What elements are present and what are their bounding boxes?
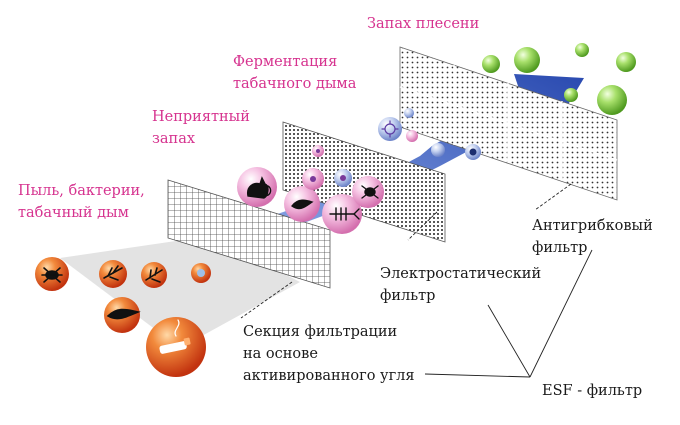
leader-lines xyxy=(240,183,572,319)
esf-filter-line-1: ESF - фильтр xyxy=(542,383,643,399)
unpleasant-smell-line-1: Неприятный xyxy=(152,109,250,125)
unpleasant-smell-line-2: запах xyxy=(152,131,196,147)
antifungal-panel-seams xyxy=(399,65,618,181)
tobacco-fermentation-label: Ферментация табачного дыма xyxy=(233,51,356,95)
dust-bacteria-label: Пыль, бактерии, табачный дым xyxy=(18,180,145,224)
electrostatic-filter-line-2: фильтр xyxy=(380,288,436,304)
cigarette-icon xyxy=(159,319,191,354)
virus-icon xyxy=(381,120,399,138)
dust-bacteria-line-1: Пыль, бактерии, xyxy=(18,183,145,199)
carbon-section-line-2: на основе xyxy=(243,346,318,362)
electrostatic-filter-line-1: Электростатический xyxy=(380,266,542,282)
antifungal-filter-line-2: фильтр xyxy=(532,240,588,256)
dust-bacteria-line-2: табачный дым xyxy=(18,205,129,221)
cat-icon xyxy=(246,176,272,199)
insect-icon xyxy=(361,185,379,199)
mold-particles xyxy=(482,43,636,115)
mold-smell-label: Запах плесени xyxy=(367,13,479,35)
bird-icon xyxy=(291,199,314,210)
bird-icon xyxy=(106,308,141,320)
unpleasant-smell-label: Неприятный запах xyxy=(152,106,250,150)
carbon-section-line-3: активированного угля xyxy=(243,368,415,384)
carbon-section-line-1: Секция фильтрации xyxy=(243,324,398,340)
tobacco-fermentation-line-1: Ферментация xyxy=(233,54,338,70)
mold-smell-line-1: Запах плесени xyxy=(367,16,480,32)
insect-icon xyxy=(103,265,123,281)
esf-bracket-lines xyxy=(424,249,593,378)
mold-spore-icon xyxy=(310,148,477,182)
antifungal-filter-line-1: Антигрибковый xyxy=(532,218,653,234)
antifungal-filter-label: Антигрибковый фильтр xyxy=(532,215,653,259)
insect-icon xyxy=(41,267,63,283)
tobacco-fermentation-line-2: табачного дыма xyxy=(233,76,357,92)
esf-filter-label: ESF - фильтр xyxy=(542,380,642,402)
electrostatic-filter-label: Электростатический фильтр xyxy=(380,263,541,307)
carbon-filter-panel xyxy=(167,179,331,289)
insect-icon xyxy=(145,267,163,283)
fish-bone-icon xyxy=(329,207,360,221)
carbon-section-label: Секция фильтрации на основе активированн… xyxy=(243,321,415,387)
